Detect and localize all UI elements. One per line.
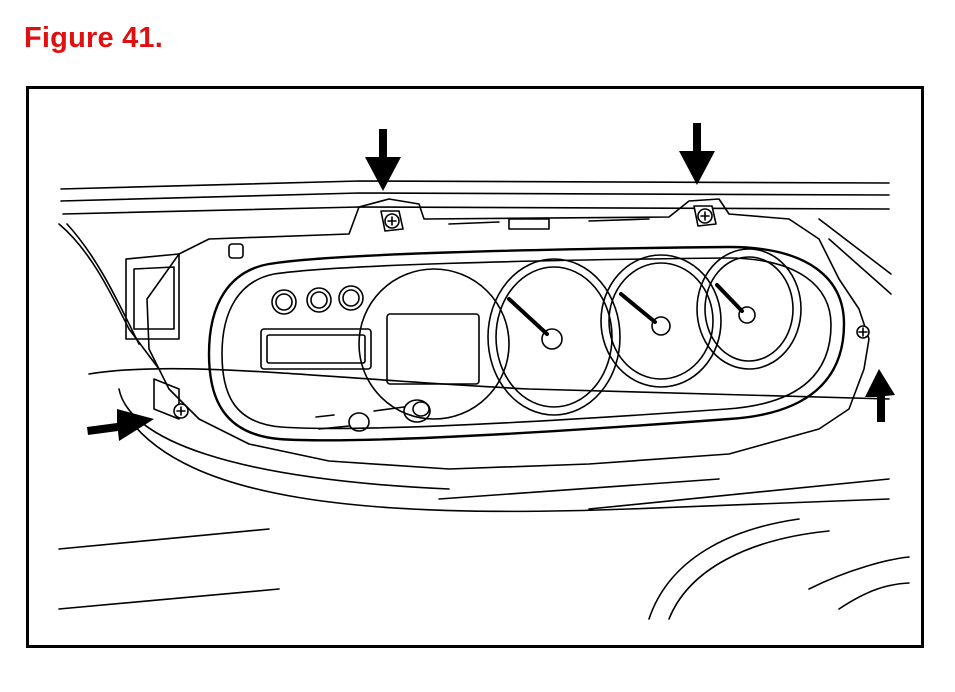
cluster-housing xyxy=(125,198,870,470)
dashboard-lower-lines xyxy=(58,367,910,620)
cluster-bezel xyxy=(207,245,846,442)
screw-top-right xyxy=(693,205,717,227)
warning-lamps xyxy=(271,285,364,315)
arrow-down-left xyxy=(365,129,401,191)
gauge-2 xyxy=(600,254,722,388)
control-knobs xyxy=(315,399,431,432)
instrument-cluster-illustration xyxy=(58,123,910,620)
lcd-displays xyxy=(260,268,510,420)
gauge-3 xyxy=(696,248,802,370)
screw-right xyxy=(856,325,870,339)
callout-arrows xyxy=(87,123,895,441)
dashboard-upper-lines xyxy=(58,180,892,370)
gauge-1 xyxy=(487,258,621,416)
figure-title: Figure 41. xyxy=(24,22,163,54)
mounting-screws xyxy=(173,205,870,419)
screw-left xyxy=(173,403,189,419)
arrow-right-left xyxy=(87,409,154,441)
arrow-down-right xyxy=(679,123,715,185)
screw-top-left xyxy=(380,210,404,232)
arrow-up-right xyxy=(865,369,895,422)
illustration-frame xyxy=(26,86,924,648)
